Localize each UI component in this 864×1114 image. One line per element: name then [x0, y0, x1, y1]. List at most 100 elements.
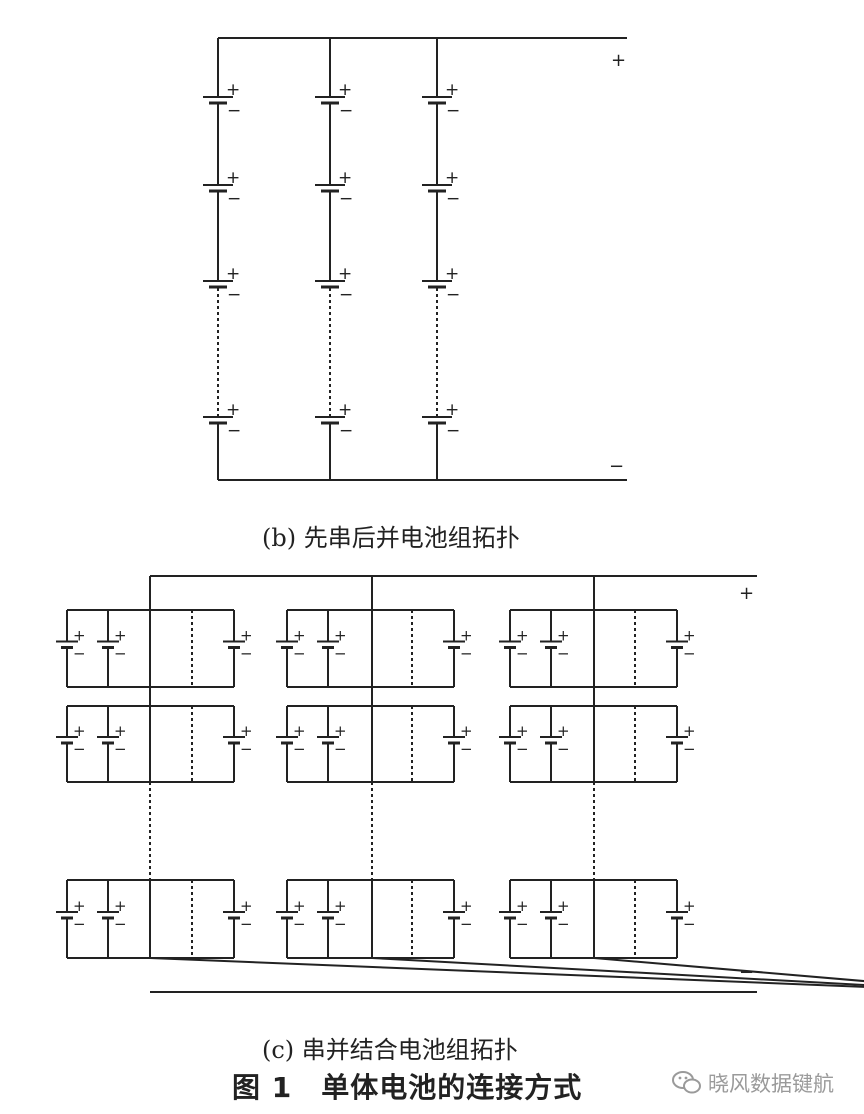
battery-cell: +−: [223, 897, 253, 933]
battery-cell: +−: [203, 264, 241, 305]
cell-minus-sign: −: [334, 645, 347, 663]
cell-plus-sign: +: [516, 627, 529, 645]
cell-plus-sign: +: [557, 722, 570, 740]
cell-plus-sign: +: [338, 264, 352, 284]
cell-plus-sign: +: [334, 627, 347, 645]
panel-b-bus-positive: +: [611, 50, 626, 71]
cell-minus-sign: −: [73, 645, 86, 663]
cell-plus-sign: +: [683, 722, 696, 740]
cell-plus-sign: +: [445, 80, 459, 100]
panel-c-bus-positive: +: [739, 583, 754, 604]
cell-plus-sign: +: [114, 897, 127, 915]
cell-minus-sign: −: [460, 915, 473, 933]
cell-plus-sign: +: [338, 80, 352, 100]
string-2: +−+−+−+−: [315, 38, 353, 480]
battery-cell: +−: [97, 627, 127, 663]
module-spine: [593, 957, 864, 983]
battery-cell: +−: [540, 722, 570, 758]
module-r2-c3: +−+−+−: [499, 705, 696, 783]
cell-minus-sign: −: [227, 101, 241, 121]
cell-minus-sign: −: [339, 285, 353, 305]
cell-minus-sign: −: [446, 421, 460, 441]
module-r3-c3: +−+−+−: [499, 879, 696, 959]
battery-cell: +−: [317, 897, 347, 933]
watermark: 晓风数据键航: [672, 1068, 834, 1098]
cell-plus-sign: +: [683, 627, 696, 645]
cell-minus-sign: −: [460, 645, 473, 663]
battery-cell: +−: [315, 168, 353, 209]
cell-minus-sign: −: [293, 915, 306, 933]
battery-cell: +−: [315, 400, 353, 441]
module-r2-c1: +−+−+−: [56, 705, 253, 783]
cell-plus-sign: +: [226, 264, 240, 284]
cell-minus-sign: −: [557, 740, 570, 758]
cell-minus-sign: −: [114, 645, 127, 663]
cell-minus-sign: −: [240, 740, 253, 758]
cell-plus-sign: +: [516, 722, 529, 740]
cell-plus-sign: +: [338, 168, 352, 188]
battery-cell: +−: [315, 264, 353, 305]
battery-cell: +−: [443, 722, 473, 758]
panel-c-combined: +−+−+−+−+−+−+−+−+−+−+−+−+−+−+−+−+−+−+−+−…: [56, 575, 864, 993]
cell-minus-sign: −: [293, 645, 306, 663]
battery-cell: +−: [422, 168, 460, 209]
cell-minus-sign: −: [339, 189, 353, 209]
cell-plus-sign: +: [114, 627, 127, 645]
battery-cell: +−: [56, 897, 86, 933]
battery-cell: +−: [443, 627, 473, 663]
cell-minus-sign: −: [683, 740, 696, 758]
string-3: +−+−+−+−: [422, 38, 460, 480]
cell-plus-sign: +: [460, 627, 473, 645]
module-r3-c1: +−+−+−: [56, 879, 253, 959]
module-r1-c3: +−+−+−: [499, 609, 696, 688]
cell-minus-sign: −: [516, 740, 529, 758]
cell-minus-sign: −: [240, 645, 253, 663]
cell-minus-sign: −: [516, 915, 529, 933]
cell-minus-sign: −: [334, 915, 347, 933]
cell-plus-sign: +: [460, 722, 473, 740]
cell-plus-sign: +: [73, 897, 86, 915]
cell-plus-sign: +: [445, 264, 459, 284]
cell-minus-sign: −: [460, 740, 473, 758]
cell-plus-sign: +: [240, 897, 253, 915]
battery-cell: +−: [666, 722, 696, 758]
cell-minus-sign: −: [227, 189, 241, 209]
cell-minus-sign: −: [557, 915, 570, 933]
cell-minus-sign: −: [227, 421, 241, 441]
battery-cell: +−: [203, 400, 241, 441]
cell-minus-sign: −: [339, 101, 353, 121]
cell-plus-sign: +: [557, 627, 570, 645]
battery-cell: +−: [276, 722, 306, 758]
cell-plus-sign: +: [460, 897, 473, 915]
cell-plus-sign: +: [445, 168, 459, 188]
battery-cell: +−: [422, 80, 460, 121]
battery-cell: +−: [276, 897, 306, 933]
watermark-text: 晓风数据键航: [708, 1072, 834, 1096]
module-spine: [149, 957, 864, 988]
module-r3-c2: +−+−+−: [276, 879, 473, 959]
battery-cell: +−: [315, 80, 353, 121]
cell-plus-sign: +: [293, 897, 306, 915]
cell-minus-sign: −: [73, 740, 86, 758]
cell-plus-sign: +: [114, 722, 127, 740]
cell-minus-sign: −: [227, 285, 241, 305]
battery-cell: +−: [56, 722, 86, 758]
panel-b-series-parallel: +−+−+−+−+−+−+−+−+−+−+−+−: [203, 37, 627, 481]
battery-cell: +−: [422, 400, 460, 441]
battery-cell: +−: [203, 80, 241, 121]
battery-cell: +−: [443, 897, 473, 933]
module-r1-c2: +−+−+−: [276, 609, 473, 688]
cell-plus-sign: +: [338, 400, 352, 420]
cell-plus-sign: +: [226, 168, 240, 188]
cell-minus-sign: −: [339, 421, 353, 441]
cell-plus-sign: +: [226, 80, 240, 100]
battery-cell: +−: [540, 627, 570, 663]
cell-plus-sign: +: [683, 897, 696, 915]
battery-cell: +−: [223, 722, 253, 758]
cell-plus-sign: +: [557, 897, 570, 915]
cell-minus-sign: −: [114, 915, 127, 933]
battery-cell: +−: [97, 897, 127, 933]
wechat-icon: [672, 1071, 701, 1094]
panel-b-caption: (b) 先串后并电池组拓扑: [262, 524, 520, 552]
